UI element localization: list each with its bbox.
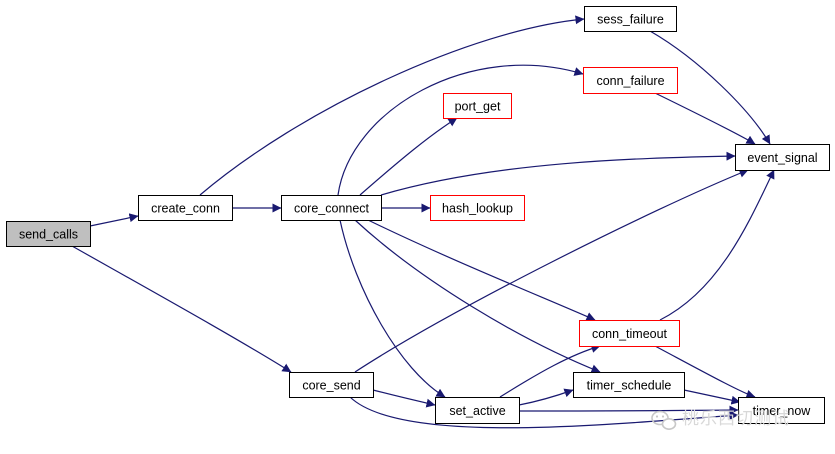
node-send_calls[interactable]: send_calls <box>6 221 91 247</box>
node-core_send[interactable]: core_send <box>289 372 374 398</box>
node-label-timer_now: timer_now <box>753 404 812 418</box>
node-box-timer_now[interactable] <box>738 397 825 424</box>
edge-conn_timeout-to-event_signal <box>659 169 775 321</box>
node-create_conn[interactable]: create_conn <box>138 195 233 221</box>
edge-core_connect-to-port_get <box>359 117 458 196</box>
node-hash_lookup[interactable]: hash_lookup <box>430 195 525 221</box>
edge-send_calls-to-core_send <box>71 245 292 373</box>
edge-core_connect-to-conn_timeout <box>367 219 596 321</box>
node-label-set_active: set_active <box>449 404 505 418</box>
node-box-core_connect[interactable] <box>281 195 382 221</box>
node-timer_schedule[interactable]: timer_schedule <box>573 372 685 398</box>
edge-set_active-to-timer_schedule <box>518 388 574 406</box>
node-label-sess_failure: sess_failure <box>597 13 664 27</box>
wechat-icon <box>651 410 677 430</box>
edges <box>71 15 775 429</box>
edge-timer_schedule-to-timer_now <box>683 389 741 405</box>
node-label-send_calls: send_calls <box>19 228 78 242</box>
node-box-event_signal[interactable] <box>735 144 830 171</box>
node-label-core_connect: core_connect <box>294 202 370 216</box>
node-conn_failure[interactable]: conn_failure <box>583 67 678 94</box>
node-label-conn_failure: conn_failure <box>596 74 664 88</box>
edge-core_connect-to-conn_failure <box>337 64 584 196</box>
node-port_get[interactable]: port_get <box>443 93 512 119</box>
node-box-conn_timeout[interactable] <box>579 320 680 347</box>
node-label-hash_lookup: hash_lookup <box>442 202 513 216</box>
node-box-sess_failure[interactable] <box>584 6 677 32</box>
node-label-core_send: core_send <box>302 379 360 393</box>
node-label-conn_timeout: conn_timeout <box>592 327 668 341</box>
watermark-text: 桃乐西切测试 <box>682 409 790 429</box>
node-box-core_send[interactable] <box>289 372 374 398</box>
node-box-port_get[interactable] <box>443 93 512 119</box>
node-conn_timeout[interactable]: conn_timeout <box>579 320 680 347</box>
node-sess_failure[interactable]: sess_failure <box>584 6 677 32</box>
node-box-hash_lookup[interactable] <box>430 195 525 221</box>
node-label-create_conn: create_conn <box>151 202 220 216</box>
node-core_connect[interactable]: core_connect <box>281 195 382 221</box>
node-box-conn_failure[interactable] <box>583 67 678 94</box>
edge-set_active-to-timer_now <box>518 405 739 415</box>
watermark: 桃乐西切测试 <box>651 409 790 430</box>
node-box-timer_schedule[interactable] <box>573 372 685 398</box>
node-label-timer_schedule: timer_schedule <box>587 379 672 393</box>
edge-conn_timeout-to-timer_now <box>654 345 756 399</box>
edge-set_active-to-conn_timeout <box>499 344 601 398</box>
node-timer_now[interactable]: timer_now <box>738 397 825 424</box>
edge-core_connect-to-set_active <box>339 219 446 398</box>
node-label-port_get: port_get <box>455 100 501 114</box>
edge-send_calls-to-create_conn <box>89 213 139 227</box>
node-box-create_conn[interactable] <box>138 195 233 221</box>
nodes: send_calls create_conn core_connect core_se… <box>6 6 830 424</box>
edge-core_connect-to-event_signal <box>380 151 736 196</box>
edge-core_send-to-timer_now <box>349 396 739 429</box>
edge-core_send-to-event_signal <box>354 169 749 373</box>
node-set_active[interactable]: set_active <box>435 397 520 424</box>
node-box-set_active[interactable] <box>435 397 520 424</box>
node-box-send_calls[interactable] <box>6 221 91 247</box>
edge-create_conn-to-sess_failure <box>199 15 585 196</box>
edge-core_send-to-set_active <box>372 389 436 408</box>
node-label-event_signal: event_signal <box>747 151 817 165</box>
node-event_signal[interactable]: event_signal <box>735 144 830 171</box>
edge-conn_failure-to-event_signal <box>654 92 756 145</box>
edge-sess_failure-to-event_signal <box>649 30 771 145</box>
